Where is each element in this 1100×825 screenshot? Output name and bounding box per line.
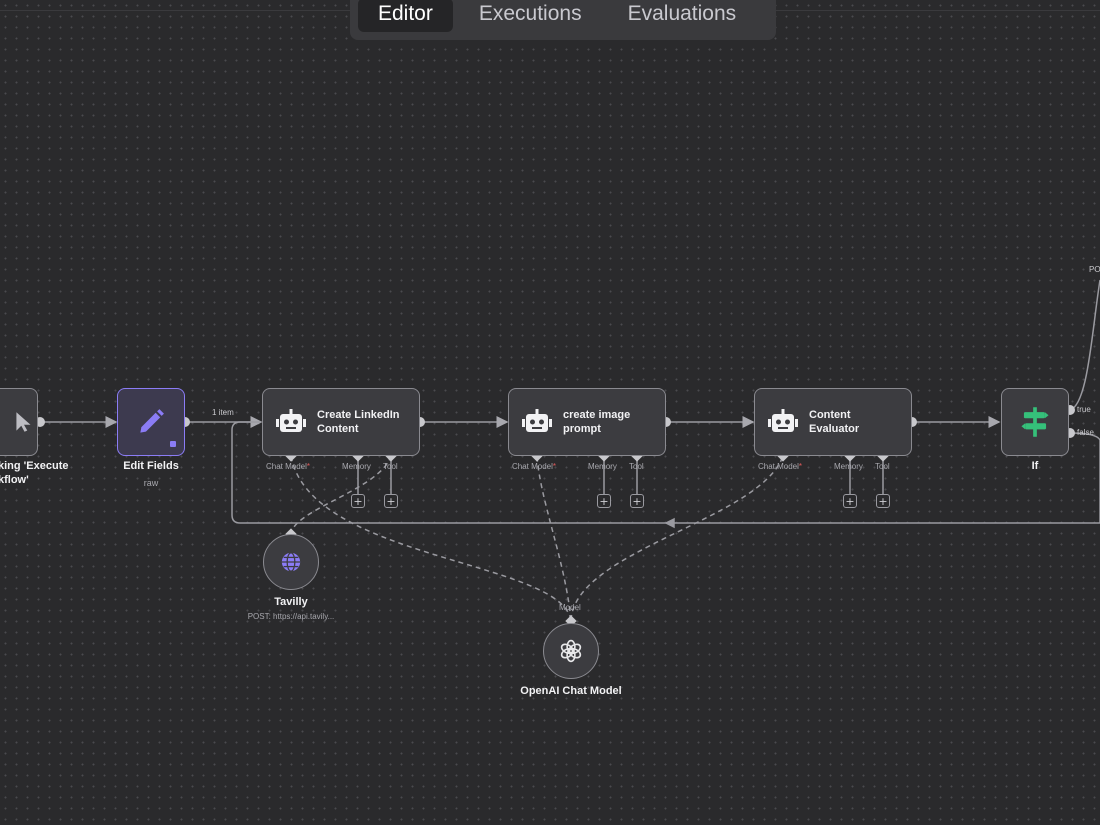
edge-label-cut: PO: [1089, 265, 1100, 274]
edge-openai-evaluator: [570, 455, 784, 621]
linkedin-tool-slot: Tool: [383, 462, 398, 471]
tavily-label: Tavilly: [274, 596, 308, 608]
evaluator-chat-model-slot: Chat Model*: [758, 462, 802, 471]
if-false-output: false: [1077, 428, 1094, 437]
add-tool-button[interactable]: +: [876, 494, 890, 508]
edit-fields-subtitle: raw: [143, 478, 159, 488]
edge-tavily-tool: [290, 455, 392, 536]
edge-if-true-out: [1069, 279, 1100, 411]
edit-fields-label: Edit Fields: [123, 460, 179, 472]
slot-label: Chat Model: [512, 462, 553, 471]
globe-icon: [281, 552, 301, 572]
image-title-line1: create image: [563, 409, 631, 421]
tavily-subtitle: POST: https://api.tavily...: [247, 612, 335, 621]
add-memory-button[interactable]: +: [843, 494, 857, 508]
image-chat-model-slot: Chat Model*: [512, 462, 556, 471]
if-node[interactable]: [1001, 388, 1069, 456]
pointer-icon: [16, 412, 31, 432]
slot-label: Chat Model: [266, 462, 307, 471]
edge-item-count: 1 item: [212, 408, 234, 417]
evaluator-title-line2: Evaluator: [809, 423, 860, 435]
edge-loop-back: [231, 421, 1100, 524]
if-true-output: true: [1077, 405, 1091, 414]
openai-icon: [560, 639, 582, 663]
slot-label: Chat Model: [758, 462, 799, 471]
evaluator-tool-slot: Tool: [875, 462, 890, 471]
tab-editor[interactable]: Editor: [358, 0, 453, 32]
robot-icon: [768, 409, 798, 432]
edge-openai-image: [536, 455, 572, 621]
image-tool-slot: Tool: [629, 462, 644, 471]
if-branch-icon: [1021, 407, 1049, 437]
view-tabs: Editor Executions Evaluations: [350, 0, 776, 40]
edge-openai-linkedin: [290, 455, 572, 621]
trigger-label-line2: kflow': [0, 474, 29, 486]
tavily-tool-node[interactable]: [263, 534, 319, 590]
model-port-label: Model: [559, 603, 581, 612]
evaluator-title-line1: Content: [809, 409, 851, 421]
edit-fields-node[interactable]: [117, 388, 185, 456]
trigger-label-line1: king 'Execute: [0, 460, 69, 472]
robot-icon: [522, 409, 552, 432]
content-evaluator-node[interactable]: Content Evaluator: [754, 388, 912, 456]
pinned-data-icon: [170, 441, 176, 447]
linkedin-title-line2: Content: [317, 423, 359, 435]
add-tool-button[interactable]: +: [384, 494, 398, 508]
add-memory-button[interactable]: +: [597, 494, 611, 508]
required-mark: *: [306, 462, 311, 471]
linkedin-memory-slot: Memory: [342, 462, 371, 471]
tab-executions[interactable]: Executions: [478, 2, 582, 25]
tab-evaluations[interactable]: Evaluations: [627, 2, 737, 25]
required-mark: *: [552, 462, 557, 471]
openai-chat-model-node[interactable]: [543, 623, 599, 679]
add-tool-button[interactable]: +: [630, 494, 644, 508]
openai-label: OpenAI Chat Model: [520, 685, 622, 697]
top-border-right: [776, 10, 1100, 11]
robot-icon: [276, 409, 306, 432]
evaluator-memory-slot: Memory: [834, 462, 863, 471]
top-border-left: [0, 10, 350, 11]
image-memory-slot: Memory: [588, 462, 617, 471]
linkedin-title-line1: Create LinkedIn: [317, 409, 400, 421]
add-memory-button[interactable]: +: [351, 494, 365, 508]
manual-trigger-node[interactable]: [0, 388, 38, 456]
if-label: If: [1031, 460, 1039, 472]
edge-loop-arrow: [664, 517, 675, 529]
required-mark: *: [798, 462, 803, 471]
image-title-line2: prompt: [563, 423, 601, 435]
linkedin-chat-model-slot: Chat Model*: [266, 462, 310, 471]
pencil-icon: [140, 409, 164, 433]
create-linkedin-content-node[interactable]: Create LinkedIn Content: [262, 388, 420, 456]
create-image-prompt-node[interactable]: create image prompt: [508, 388, 666, 456]
